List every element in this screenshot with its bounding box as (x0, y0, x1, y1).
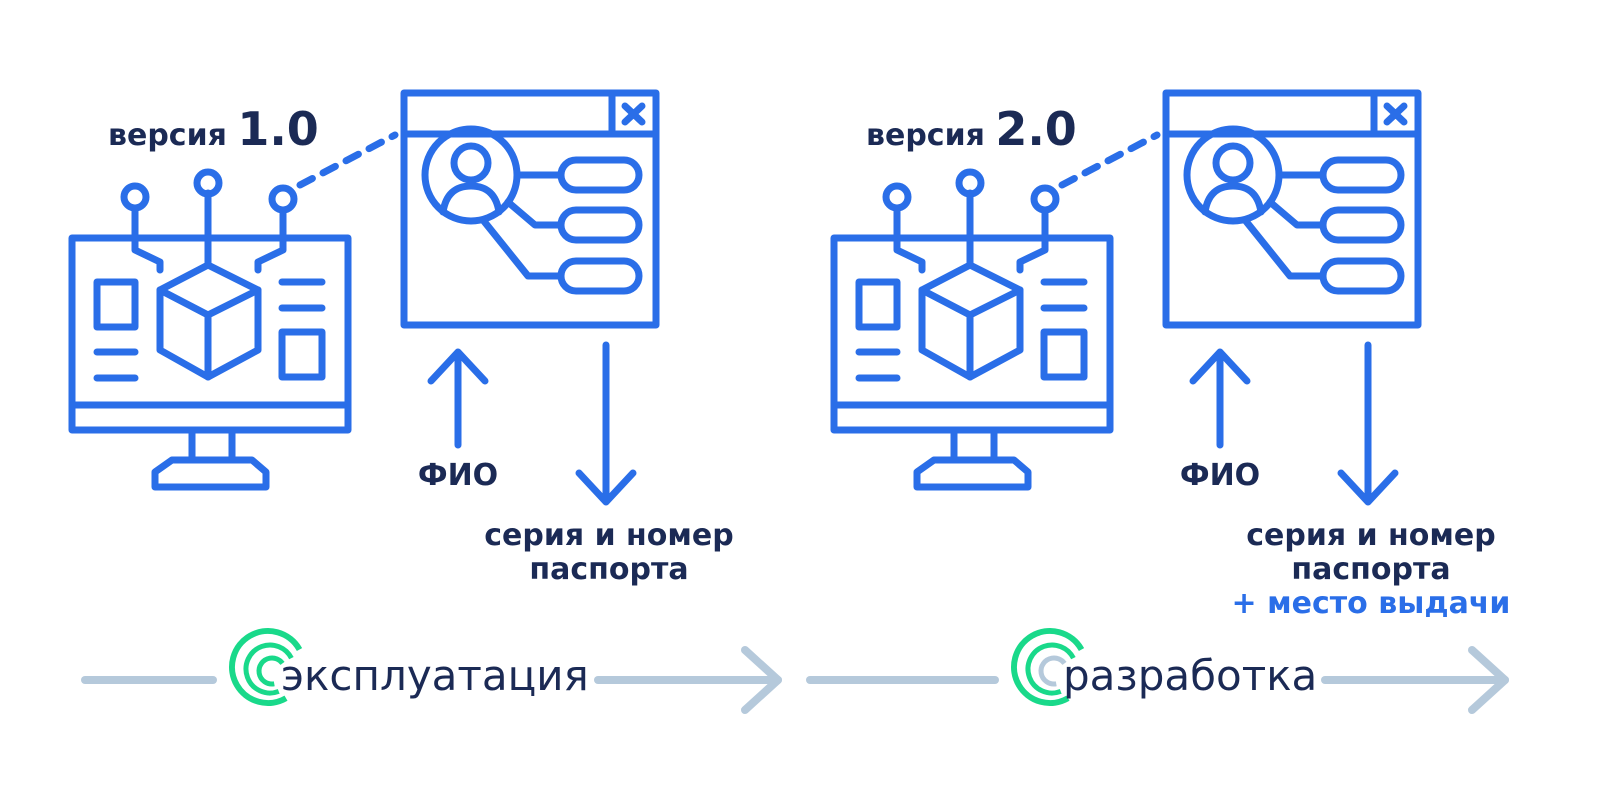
logo-icon (229, 628, 307, 706)
group-version-2: версия 2.0 (830, 89, 1511, 621)
input-label: ФИО (1180, 458, 1260, 493)
output-label-line2: паспорта (529, 552, 688, 587)
output-label-line1: серия и номер (484, 518, 733, 553)
output-label-line1: серия и номер (1246, 518, 1495, 553)
output-label-line2: паспорта (1291, 552, 1450, 587)
chevron-right-icon (1468, 646, 1509, 714)
arrow-down-icon (575, 341, 637, 506)
close-icon (1383, 102, 1408, 126)
user-icon (1183, 125, 1283, 225)
logo-icon (1011, 628, 1089, 706)
group-version-1: версия 1.0 (68, 89, 734, 587)
stage-label-development: разработка (1063, 651, 1317, 700)
connector-dashed (296, 131, 399, 189)
arrow-down-icon (1337, 341, 1399, 506)
window-icon (400, 89, 660, 329)
cube-icon (882, 168, 1060, 381)
version-label: версия 2.0 (866, 102, 1077, 156)
window-icon (1162, 89, 1422, 329)
arrow-up-icon (427, 348, 489, 449)
stage-label-exploitation: эксплуатация (281, 651, 589, 700)
timeline: эксплуатация разработка (81, 628, 1509, 714)
user-icon (421, 125, 521, 225)
input-label: ФИО (418, 458, 498, 493)
arrow-up-icon (1189, 348, 1251, 449)
monitor-icon (830, 234, 1114, 491)
cube-icon (120, 168, 298, 381)
chevron-right-icon (741, 646, 782, 714)
close-icon (621, 102, 646, 126)
version-label: версия 1.0 (108, 102, 319, 156)
connector-dashed (1058, 131, 1161, 189)
output-label-extra: + место выдачи (1232, 586, 1511, 621)
